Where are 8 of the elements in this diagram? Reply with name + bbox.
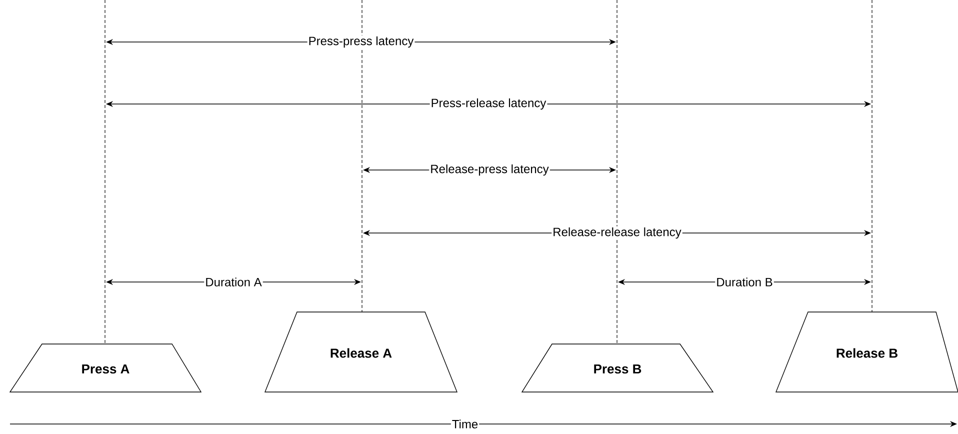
dimension-label: Release-press latency [429,163,550,177]
dimension-label: Press-press latency [307,35,415,49]
dimension-label: Duration A [204,276,263,288]
trapezoid-box: Release B [776,312,958,392]
dimension-label: Time [450,418,480,430]
dimension-label: Duration B [715,276,774,288]
dimension-label: Press-release latency [430,97,548,111]
dimension-label: Release-release latency [552,226,682,240]
